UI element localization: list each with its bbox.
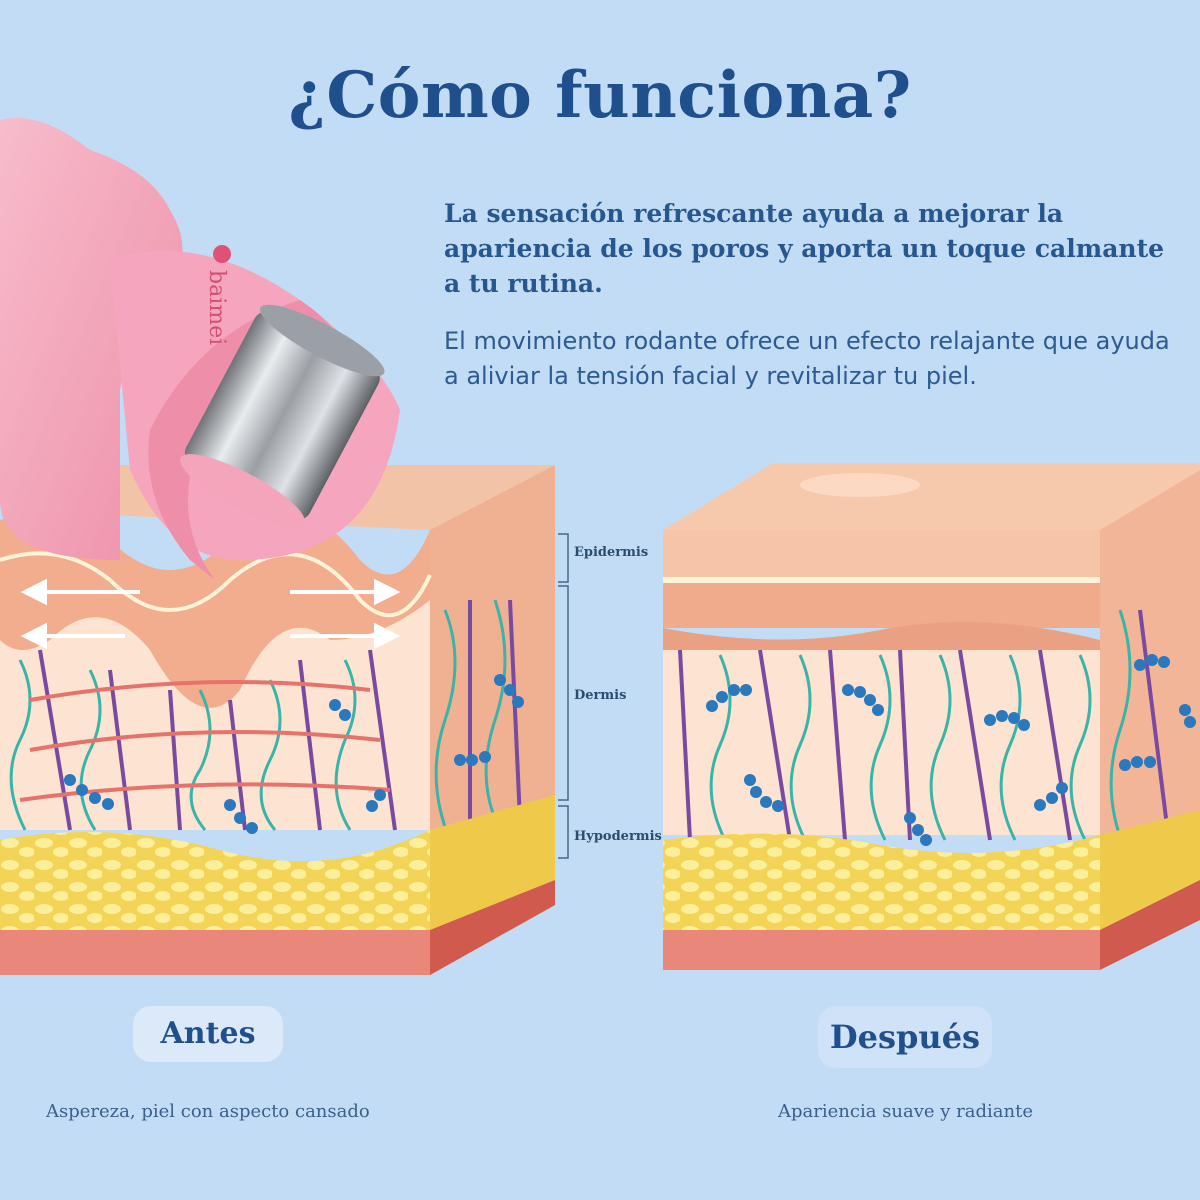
- before-tension-lines: [19, 680, 391, 802]
- layer-label-epidermis: Epidermis: [574, 545, 649, 560]
- before-label: Antes: [133, 1006, 283, 1062]
- after-muscle: [663, 930, 1100, 970]
- after-elastin-fibers: [709, 609, 1132, 851]
- after-skin-block: [663, 463, 1200, 970]
- before-caption: Aspereza, piel con aspecto cansado: [46, 1101, 370, 1122]
- intro-paragraph-regular: El movimiento rodante ofrece un efecto r…: [444, 327, 1170, 390]
- before-elastin-fibers: [9, 599, 507, 841]
- brand-logo-icon: [213, 245, 231, 263]
- after-caption: Apariencia suave y radiante: [778, 1101, 1033, 1122]
- after-hyaluronic-beads: [706, 654, 1196, 846]
- brand-logo-text: baimei: [204, 270, 229, 345]
- ice-roller: baimei: [0, 118, 400, 580]
- after-fat-layer: [663, 833, 1100, 930]
- after-top-face: [663, 463, 1200, 530]
- before-fat-layer: [0, 830, 430, 930]
- layer-label-dermis: Dermis: [574, 688, 627, 703]
- after-label: Después: [818, 1006, 992, 1068]
- before-arrows: [20, 578, 401, 650]
- metal-roller: [180, 304, 385, 528]
- after-collagen-fibers: [678, 609, 1172, 851]
- layer-label-hypodermis: Hypodermis: [574, 829, 662, 844]
- page-title: ¿Cómo funciona?: [288, 58, 912, 133]
- after-epidermis: [663, 530, 1100, 580]
- before-hyaluronic-beads: [64, 674, 524, 834]
- before-muscle: [0, 930, 430, 975]
- intro-paragraph-bold: La sensación refrescante ayuda a mejorar…: [444, 199, 1165, 298]
- before-collagen-fibers: [38, 599, 522, 840]
- layer-brackets: [558, 533, 569, 859]
- roller-handle: [0, 118, 183, 560]
